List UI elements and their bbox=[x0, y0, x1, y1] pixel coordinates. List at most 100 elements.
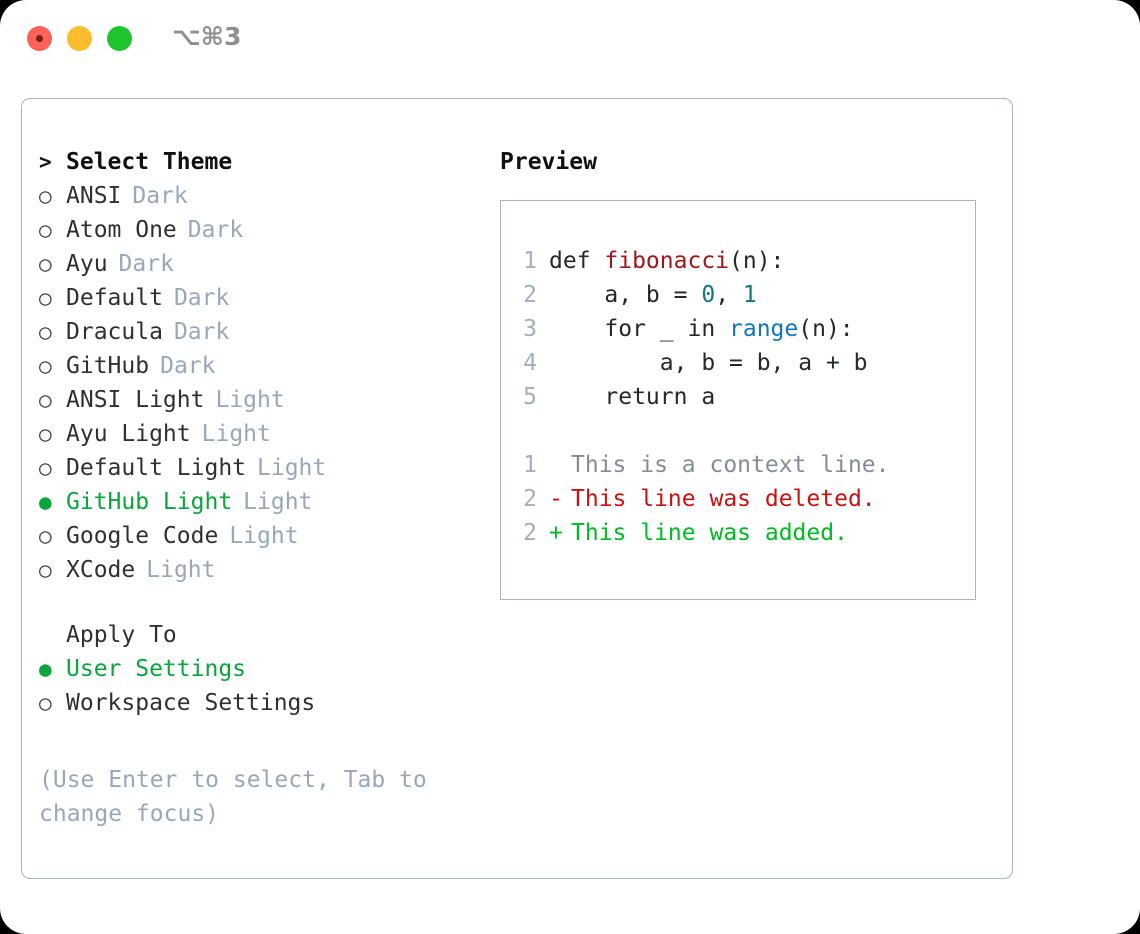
code-segment: a, b = bbox=[549, 282, 702, 308]
diff-sign bbox=[549, 448, 571, 482]
code-segment-number: 1 bbox=[742, 282, 757, 308]
theme-option-ayu-light[interactable]: ○ Ayu Light Light bbox=[39, 417, 499, 451]
code-line: 2 a, b = 0, 1 bbox=[513, 278, 969, 312]
diff-text: This is a context line. bbox=[571, 452, 890, 478]
radio-unselected-icon[interactable]: ○ bbox=[39, 320, 52, 344]
diff-text: This line was deleted. bbox=[571, 486, 876, 512]
line-number: 2 bbox=[523, 486, 537, 512]
select-theme-header: > Select Theme bbox=[39, 145, 499, 179]
list-spacer bbox=[39, 587, 499, 618]
code-segment: def bbox=[549, 248, 605, 274]
code-segment: a, b = b, a + b bbox=[549, 350, 868, 376]
theme-option-label: Google Code bbox=[66, 523, 219, 549]
line-number: 4 bbox=[523, 350, 537, 376]
theme-option-ansi-light[interactable]: ○ ANSI Light Light bbox=[39, 383, 499, 417]
theme-option-default-light[interactable]: ○ Default Light Light bbox=[39, 451, 499, 485]
theme-option-tag: Light bbox=[215, 387, 285, 413]
radio-unselected-icon[interactable]: ○ bbox=[39, 524, 52, 548]
diff-sign: - bbox=[549, 486, 563, 512]
diff-line-added: 2 + This line was added. bbox=[513, 516, 969, 550]
code-blank-line bbox=[513, 414, 969, 448]
theme-option-xcode[interactable]: ○ XCode Light bbox=[39, 553, 499, 587]
theme-option-github-light[interactable]: ● GitHub Light Light bbox=[39, 485, 499, 519]
line-number: 1 bbox=[523, 248, 537, 274]
code-line: 5 return a bbox=[513, 380, 969, 414]
radio-unselected-icon[interactable]: ○ bbox=[39, 354, 52, 378]
theme-option-tag: Light bbox=[229, 523, 299, 549]
theme-option-label: GitHub bbox=[66, 353, 150, 379]
theme-option-label: Ayu bbox=[66, 251, 108, 277]
caret-icon: > bbox=[39, 150, 52, 174]
traffic-light-group bbox=[27, 26, 132, 51]
diff-sign: + bbox=[549, 520, 563, 546]
radio-unselected-icon[interactable]: ○ bbox=[39, 252, 52, 276]
title-bar: ⌥⌘3 bbox=[0, 0, 1140, 78]
line-number: 1 bbox=[523, 452, 537, 478]
radio-unselected-icon[interactable]: ○ bbox=[39, 691, 52, 715]
radio-selected-icon[interactable]: ● bbox=[39, 657, 52, 681]
theme-option-tag: Light bbox=[243, 489, 313, 515]
line-number: 2 bbox=[523, 520, 537, 546]
code-line: 3 for _ in range(n): bbox=[513, 312, 969, 346]
theme-option-tag: Dark bbox=[132, 183, 188, 209]
theme-list-column: > Select Theme ○ ANSI Dark ○ Atom One Da… bbox=[39, 145, 499, 720]
radio-unselected-icon[interactable]: ○ bbox=[39, 456, 52, 480]
preview-title: Preview bbox=[500, 149, 597, 175]
theme-option-default-dark[interactable]: ○ Default Dark bbox=[39, 281, 499, 315]
line-number: 2 bbox=[523, 282, 537, 308]
theme-option-ayu-dark[interactable]: ○ Ayu Dark bbox=[39, 247, 499, 281]
theme-option-label: GitHub Light bbox=[66, 489, 233, 515]
radio-unselected-icon[interactable]: ○ bbox=[39, 218, 52, 242]
code-preview-area: 1 def fibonacci(n): 2 a, b = 0, 1 3 for … bbox=[513, 244, 969, 550]
radio-unselected-icon[interactable]: ○ bbox=[39, 184, 52, 208]
code-segment: (n): bbox=[798, 316, 854, 342]
theme-option-tag: Light bbox=[257, 455, 327, 481]
keyboard-hint-text: (Use Enter to select, Tab to change focu… bbox=[39, 767, 427, 827]
code-segment-function: fibonacci bbox=[604, 248, 730, 274]
line-number: 5 bbox=[523, 384, 537, 410]
theme-option-google-code[interactable]: ○ Google Code Light bbox=[39, 519, 499, 553]
theme-option-tag: Dark bbox=[160, 353, 216, 379]
radio-unselected-icon[interactable]: ○ bbox=[39, 422, 52, 446]
select-theme-header-label: Select Theme bbox=[66, 149, 233, 175]
code-segment: , bbox=[715, 282, 743, 308]
apply-to-user-settings[interactable]: ● User Settings bbox=[39, 652, 499, 686]
preview-column: Preview 1 def fibonacci(n): 2 a, b = 0, … bbox=[500, 145, 990, 600]
minimize-window-icon[interactable] bbox=[67, 26, 92, 51]
code-segment: (n): bbox=[729, 248, 785, 274]
radio-selected-icon[interactable]: ● bbox=[39, 490, 52, 514]
theme-option-label: ANSI Light bbox=[66, 387, 205, 413]
theme-selector-dialog: > Select Theme ○ ANSI Dark ○ Atom One Da… bbox=[21, 98, 1013, 879]
theme-option-label: Atom One bbox=[66, 217, 177, 243]
theme-option-atom-one-dark[interactable]: ○ Atom One Dark bbox=[39, 213, 499, 247]
theme-option-ansi-dark[interactable]: ○ ANSI Dark bbox=[39, 179, 499, 213]
radio-unselected-icon[interactable]: ○ bbox=[39, 286, 52, 310]
theme-option-label: Dracula bbox=[66, 319, 163, 345]
code-line: 4 a, b = b, a + b bbox=[513, 346, 969, 380]
theme-option-tag: Dark bbox=[118, 251, 174, 277]
code-segment-number: 0 bbox=[701, 282, 716, 308]
theme-option-github-dark[interactable]: ○ GitHub Dark bbox=[39, 349, 499, 383]
theme-option-tag: Light bbox=[146, 557, 216, 583]
apply-to-header-label: Apply To bbox=[66, 622, 177, 648]
diff-line-deleted: 2 - This line was deleted. bbox=[513, 482, 969, 516]
keyboard-shortcut-label: ⌥⌘3 bbox=[172, 22, 242, 51]
maximize-window-icon[interactable] bbox=[107, 26, 132, 51]
theme-option-tag: Dark bbox=[173, 285, 230, 311]
diff-line-context: 1 This is a context line. bbox=[513, 448, 969, 482]
diff-text: This line was added. bbox=[571, 520, 848, 546]
apply-to-workspace-settings[interactable]: ○ Workspace Settings bbox=[39, 686, 499, 720]
code-segment: for _ in bbox=[549, 316, 730, 342]
theme-option-label: Default Light bbox=[66, 455, 247, 481]
radio-unselected-icon[interactable]: ○ bbox=[39, 388, 52, 412]
theme-option-label: XCode bbox=[66, 557, 136, 583]
theme-option-tag: Dark bbox=[173, 319, 230, 345]
apply-to-option-label: Workspace Settings bbox=[66, 690, 316, 716]
code-segment: return a bbox=[549, 384, 716, 410]
theme-option-tag: Light bbox=[201, 421, 271, 447]
theme-option-dracula-dark[interactable]: ○ Dracula Dark bbox=[39, 315, 499, 349]
close-window-icon[interactable] bbox=[27, 26, 52, 51]
preview-box: 1 def fibonacci(n): 2 a, b = 0, 1 3 for … bbox=[500, 200, 976, 600]
radio-unselected-icon[interactable]: ○ bbox=[39, 558, 52, 582]
